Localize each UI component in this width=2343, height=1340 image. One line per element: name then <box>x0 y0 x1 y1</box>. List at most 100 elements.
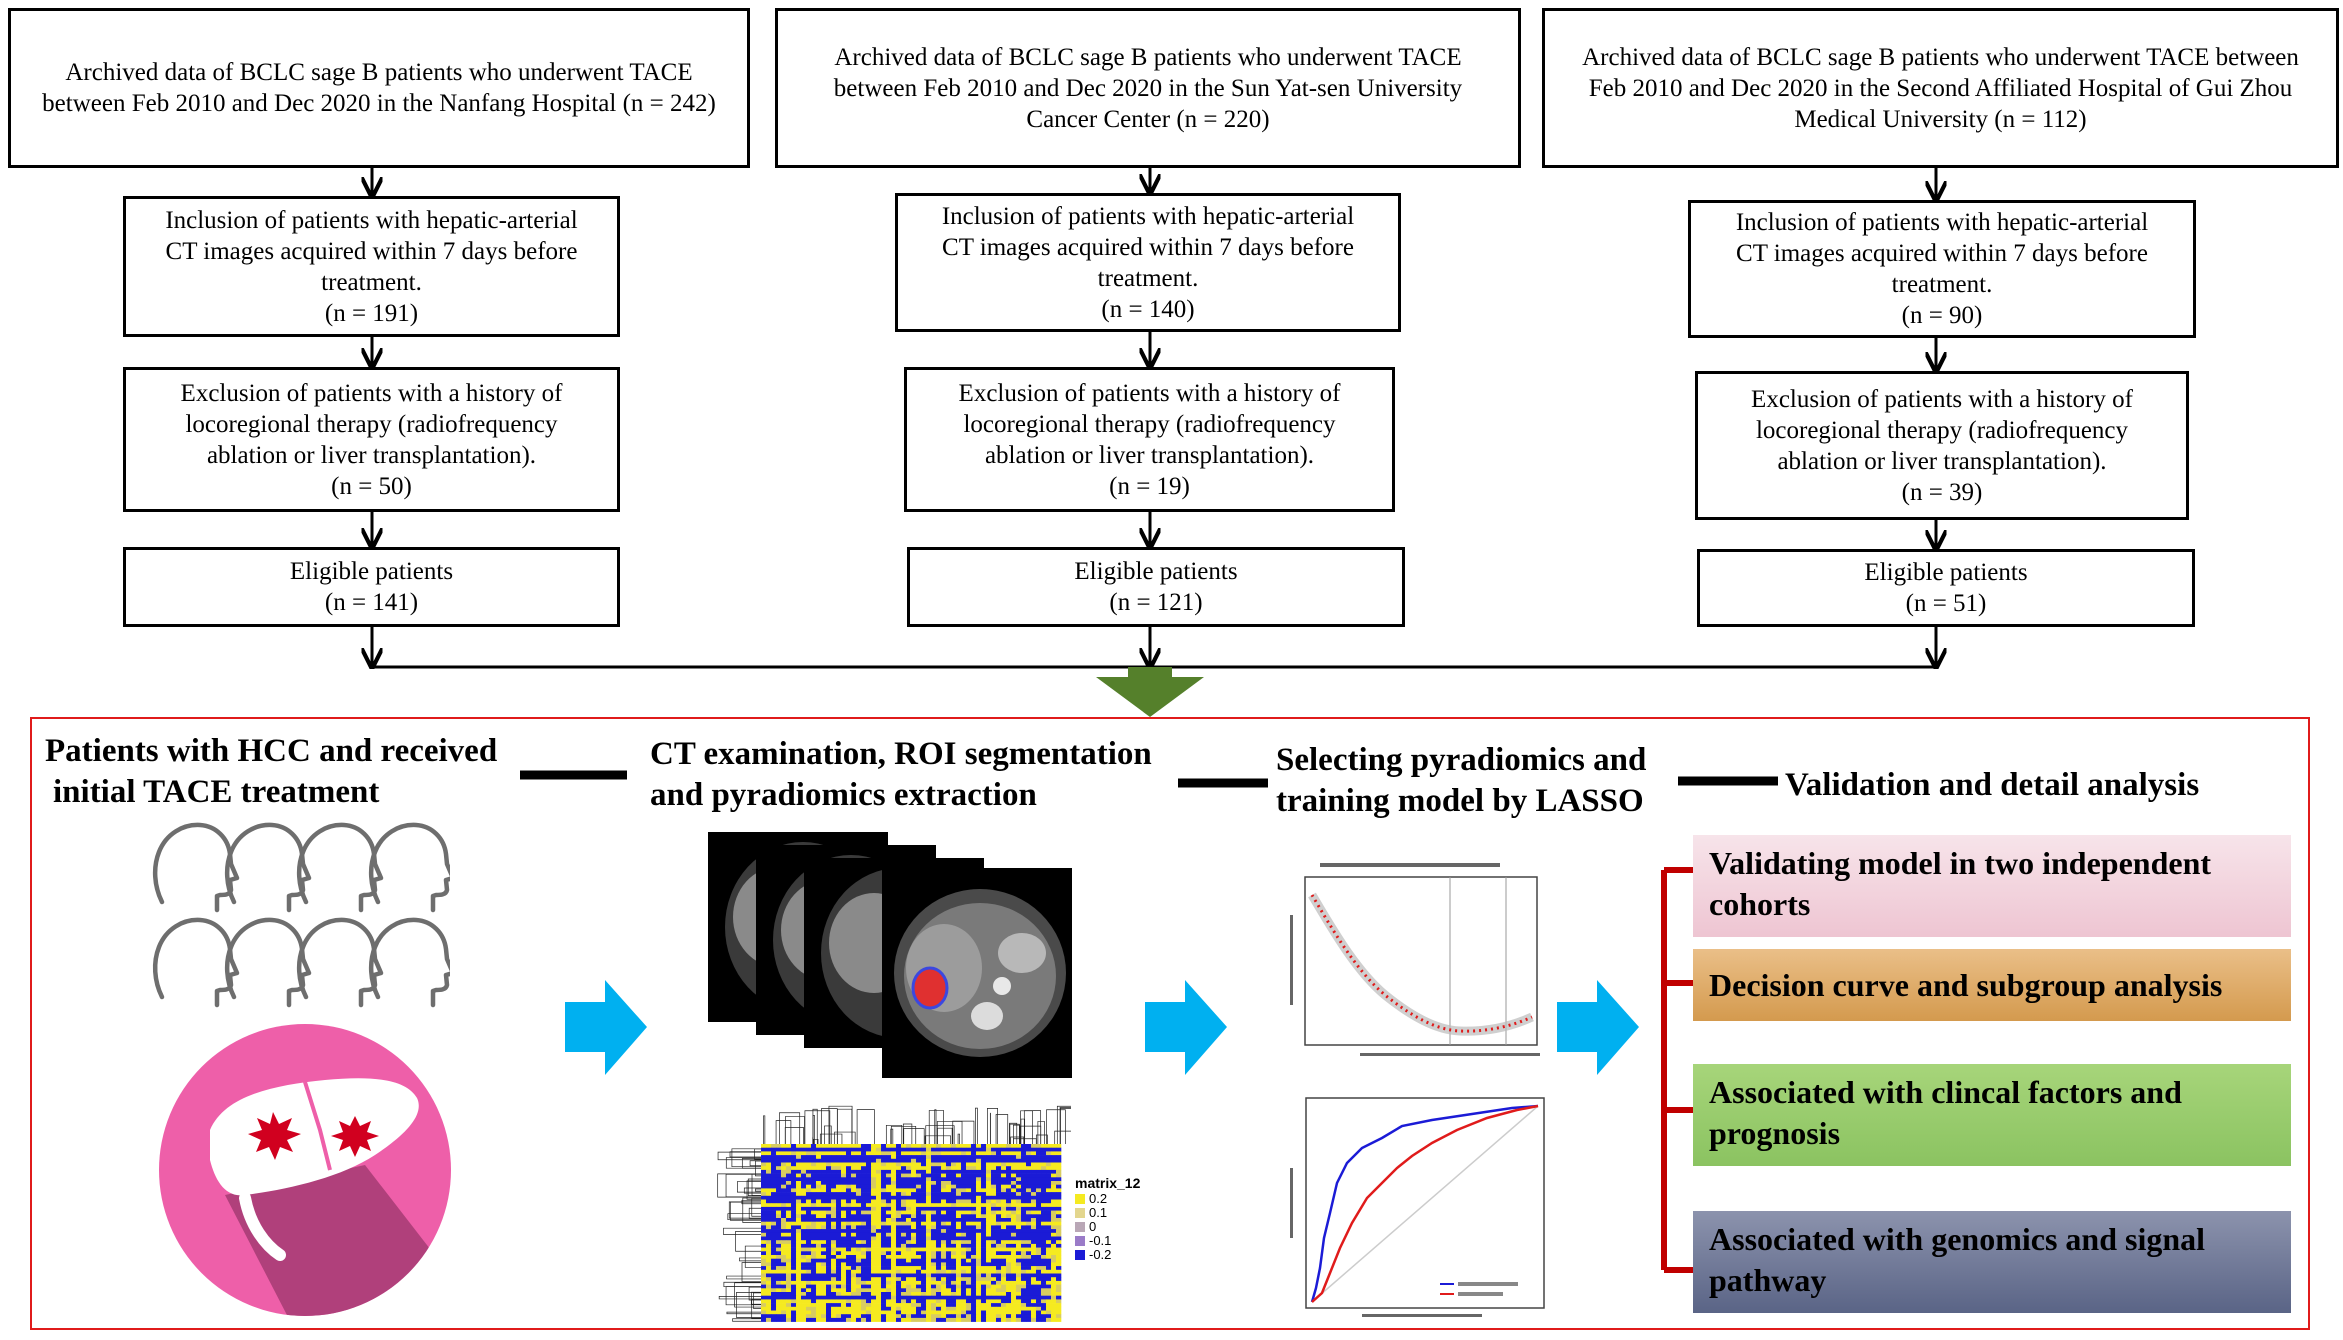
heatmap-cell <box>981 1177 987 1182</box>
heatmap-cell <box>906 1240 912 1245</box>
heatmap-cell <box>881 1214 887 1219</box>
heatmap-cell <box>901 1273 907 1278</box>
heatmap-cell <box>856 1218 862 1222</box>
heatmap-cell <box>911 1173 917 1178</box>
heatmap-cell <box>1011 1166 1017 1171</box>
heatmap-cell <box>986 1240 992 1245</box>
heatmap-cell <box>826 1188 832 1193</box>
heatmap-cell <box>791 1173 797 1178</box>
heatmap-cell <box>1031 1266 1037 1271</box>
heatmap-cell <box>1056 1251 1062 1256</box>
heatmap-cell <box>846 1292 852 1296</box>
heatmap-cell <box>856 1158 862 1163</box>
heatmap-cell <box>826 1210 832 1215</box>
heatmap-cell <box>1026 1236 1032 1241</box>
heatmap-cell <box>891 1218 897 1222</box>
heatmap-cell <box>766 1258 772 1263</box>
heatmap-cell <box>856 1280 862 1285</box>
heatmap-cell <box>1031 1177 1037 1182</box>
heatmap-cell <box>841 1169 847 1174</box>
heatmap-cell <box>1021 1169 1027 1174</box>
heatmap-cell <box>891 1295 897 1300</box>
cohort1-eligible-box: Eligible patients(n = 141) <box>123 547 620 627</box>
heatmap-cell <box>771 1310 777 1315</box>
heatmap-cell <box>921 1236 927 1241</box>
heatmap-cell <box>936 1258 942 1263</box>
heatmap-cell <box>906 1232 912 1237</box>
heatmap-cell <box>946 1214 952 1219</box>
heatmap-cell <box>1051 1158 1057 1163</box>
result-decision-curve-box: Decision curve and subgroup analysis <box>1693 949 2291 1021</box>
heatmap-cell <box>776 1306 782 1311</box>
heatmap-cell <box>966 1218 972 1222</box>
heatmap-cell <box>861 1214 867 1219</box>
heatmap-cell <box>1001 1295 1007 1300</box>
heatmap-cell <box>821 1310 827 1315</box>
heatmap-cell <box>971 1262 977 1267</box>
heatmap-cell <box>766 1144 772 1148</box>
heatmap-cell <box>846 1255 852 1259</box>
heatmap-cell <box>951 1155 957 1160</box>
heatmap-cell <box>916 1273 922 1278</box>
heatmap-cell <box>906 1147 912 1152</box>
heatmap-cell <box>996 1184 1002 1189</box>
heatmap-cell <box>996 1225 1002 1230</box>
heatmap-cell <box>761 1229 767 1234</box>
heatmap-cell <box>886 1273 892 1278</box>
heatmap-cell <box>926 1229 932 1234</box>
heatmap-cell <box>1011 1306 1017 1311</box>
heatmap-cell <box>936 1277 942 1282</box>
heatmap-cell <box>866 1218 872 1222</box>
heatmap-cell <box>811 1144 817 1148</box>
heatmap-cell <box>926 1314 932 1319</box>
heatmap-cell <box>1051 1310 1057 1315</box>
heatmap-cell <box>831 1258 837 1263</box>
heatmap-cell <box>771 1155 777 1160</box>
heatmap-cell <box>881 1206 887 1211</box>
heatmap-cell <box>776 1184 782 1189</box>
heatmap-cell <box>911 1206 917 1211</box>
heatmap-cell <box>1036 1181 1042 1185</box>
heatmap-cell <box>791 1225 797 1230</box>
heatmap-cell <box>881 1258 887 1263</box>
heatmap-cell <box>771 1144 777 1148</box>
heatmap-cell <box>1031 1221 1037 1226</box>
heatmap-cell <box>861 1303 867 1308</box>
legend-swatch <box>1075 1222 1085 1232</box>
heatmap-cell <box>906 1258 912 1263</box>
heatmap-cell <box>806 1199 812 1204</box>
heatmap-cell <box>1031 1303 1037 1308</box>
heatmap-cell <box>891 1206 897 1211</box>
heatmap-cell <box>1011 1147 1017 1152</box>
heatmap-cell <box>931 1273 937 1278</box>
heatmap-cell <box>1001 1288 1007 1293</box>
heatmap-cell <box>926 1184 932 1189</box>
heatmap-cell <box>896 1292 902 1296</box>
heatmap-cell <box>901 1258 907 1263</box>
heatmap-cell <box>921 1203 927 1208</box>
heatmap-cell <box>1036 1310 1042 1315</box>
heatmap-cell <box>841 1210 847 1215</box>
heatmap-cell <box>906 1144 912 1148</box>
heatmap-cell <box>786 1229 792 1234</box>
heatmap-cell <box>826 1269 832 1274</box>
heatmap-cell <box>851 1177 857 1182</box>
heatmap-cell <box>821 1151 827 1156</box>
heatmap-cell <box>971 1184 977 1189</box>
heatmap-cell <box>806 1206 812 1211</box>
heatmap-cell <box>791 1192 797 1197</box>
heatmap-cell <box>871 1214 877 1219</box>
heatmap-cell <box>906 1280 912 1285</box>
heatmap-cell <box>786 1266 792 1271</box>
heatmap-cell <box>1006 1288 1012 1293</box>
heatmap-cell <box>971 1229 977 1234</box>
heatmap-cell <box>886 1310 892 1315</box>
heatmap-cell <box>766 1240 772 1245</box>
heatmap-cell <box>911 1203 917 1208</box>
heatmap-cell <box>841 1303 847 1308</box>
heatmap-cell <box>786 1151 792 1156</box>
heatmap-cell <box>811 1314 817 1319</box>
heatmap-cell <box>951 1218 957 1222</box>
heatmap-cell <box>806 1288 812 1293</box>
heatmap-cell <box>971 1147 977 1152</box>
